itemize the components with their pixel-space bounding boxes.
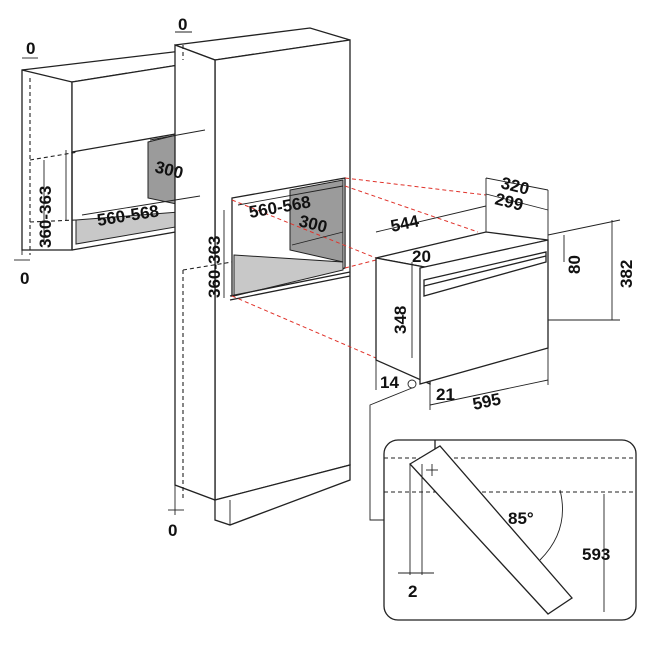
tall-cabinet-niche-floor xyxy=(233,254,344,297)
dim-oven-body-height: 348 xyxy=(391,306,410,334)
dim-oven-width: 595 xyxy=(471,389,503,413)
detail-door xyxy=(408,445,573,615)
tall-cabinet xyxy=(174,27,351,526)
dim-left-height: 360-363 xyxy=(36,186,55,248)
dim-oven-side-offset: 14 xyxy=(380,373,399,392)
dim-left-top-zero: 0 xyxy=(26,39,35,58)
dim-oven-top-gap: 20 xyxy=(412,247,431,266)
alignment-guides xyxy=(231,177,487,359)
door-detail-callout xyxy=(369,387,637,621)
dim-door-height: 593 xyxy=(582,545,610,564)
oven-appliance xyxy=(375,231,549,389)
dim-oven-depth-total: 544 xyxy=(389,211,421,236)
dimension-lines xyxy=(14,31,621,511)
dim-oven-total-height: 382 xyxy=(617,260,636,288)
dim-detail-gap: 2 xyxy=(408,582,417,601)
dim-door-angle: 85° xyxy=(508,509,534,528)
oven-foot xyxy=(407,379,417,389)
dim-tall-height: 360-363 xyxy=(205,236,224,298)
dim-tall-bottom-zero: 0 xyxy=(168,521,177,540)
tall-cabinet-plinth xyxy=(214,464,351,526)
dim-tall-top-zero: 0 xyxy=(178,15,187,34)
dim-oven-panel-height: 80 xyxy=(565,255,584,274)
dim-oven-front-offset: 21 xyxy=(436,385,455,404)
dim-left-bottom-zero: 0 xyxy=(20,269,29,288)
